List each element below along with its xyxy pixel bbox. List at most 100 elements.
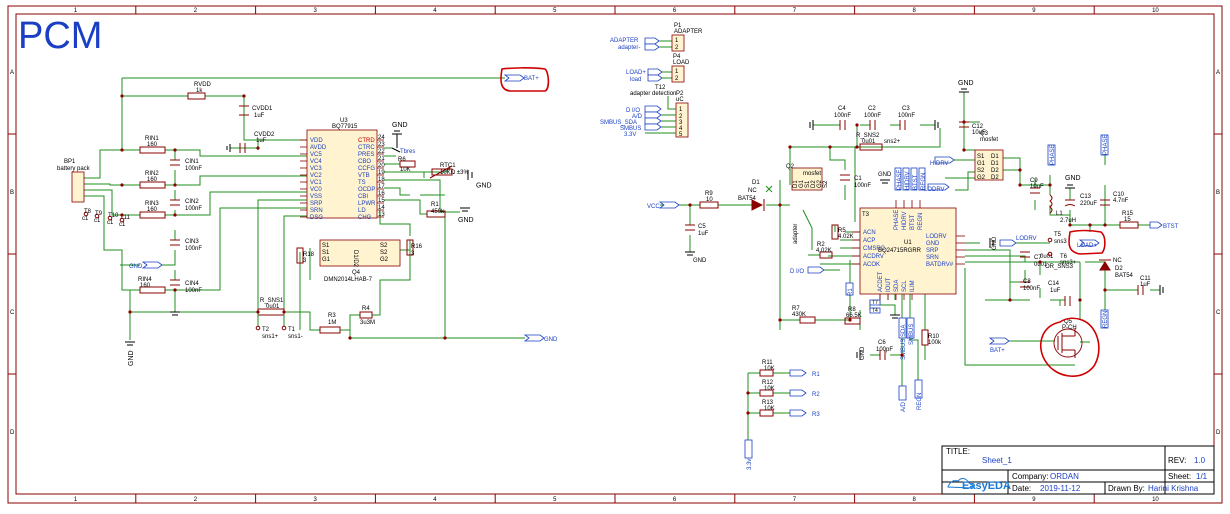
frame-col-label: 9 [1032, 497, 1036, 503]
u1-pin-label: REGN [918, 213, 924, 230]
gnd-symbol-bottom-u1 [890, 314, 900, 319]
svg-text:REGN: REGN [1103, 311, 1109, 328]
svg-text:adapter detection: adapter detection [630, 91, 676, 97]
u3-pin-label: CCFG [358, 166, 375, 172]
ad-port-bottom: A/D [898, 385, 907, 412]
svg-text:BAT54: BAT54 [738, 196, 757, 202]
svg-text:c1: c1 [82, 216, 89, 222]
u3-pin-number: 15 [378, 198, 385, 204]
c3-capacitor: C3 100nF [898, 106, 939, 130]
p2-uc-connector: T12 adapter detection P2 uC 1 2 3 4 5 D … [600, 85, 689, 138]
svg-text:sns3: sns3 [1054, 239, 1067, 245]
u1-pin-label: SCL [902, 280, 908, 292]
svg-text:C11: C11 [1140, 276, 1151, 282]
c14-capacitor: C14 1uF [1048, 281, 1071, 306]
svg-text:LODRV: LODRV [1016, 236, 1037, 242]
frame-col-label: 3 [314, 497, 318, 503]
svg-text:160: 160 [147, 177, 158, 183]
svg-text:NC: NC [748, 188, 757, 194]
svg-text:T7: T7 [872, 300, 878, 306]
frame-col-label: 6 [673, 8, 677, 14]
frame-row-label: A [10, 70, 14, 76]
svg-text:R6: R6 [398, 157, 406, 163]
u3-pin-number: 14 [378, 205, 385, 211]
svg-text:LOAD: LOAD [673, 60, 690, 66]
phase-port-vertical: PHASE [1047, 144, 1056, 166]
svg-text:10KΩ ±3%: 10KΩ ±3% [440, 170, 469, 176]
cin1-capacitor: CIN1 100nF [170, 159, 202, 172]
svg-text:BQ24715RGRR: BQ24715RGRR [878, 248, 922, 254]
svg-text:10uF: 10uF [1030, 184, 1044, 190]
u3-pin-number: 16 [378, 191, 385, 197]
frame-col-label: 1 [74, 497, 78, 503]
svg-text:160: 160 [147, 207, 158, 213]
svg-text:RIN2: RIN2 [145, 171, 159, 177]
svg-text:66.5K: 66.5K [846, 313, 862, 319]
dio-port: D I/O [790, 266, 825, 275]
u1-pin-label: ACDET [878, 271, 884, 292]
u1-pin-label: ACN [863, 230, 876, 236]
svg-text:R8: R8 [848, 307, 856, 313]
u3-pin-label: DSG [310, 215, 323, 221]
u3-pin-label: VC3 [310, 166, 322, 172]
svg-text:P1: P1 [674, 23, 682, 29]
frame-col-label: 5 [553, 8, 557, 14]
frame-row-label: B [10, 190, 14, 196]
svg-text:2: 2 [679, 114, 683, 120]
svg-text:3.3V: 3.3V [624, 132, 636, 138]
u1-pin-label: BATDRV# [926, 262, 954, 268]
frame-col-label: 4 [433, 497, 437, 503]
svg-text:HIDRV: HIDRV [930, 161, 949, 167]
svg-text:S1: S1 [322, 250, 330, 256]
svg-text:OR_SNS3: OR_SNS3 [1045, 264, 1074, 270]
svg-text:c1: c1 [94, 218, 101, 224]
svg-text:C9: C9 [1030, 178, 1038, 184]
u1-pin-label: SRN [926, 255, 939, 261]
u3-pin-number: 24 [378, 135, 385, 141]
junctions-right [688, 120, 1107, 415]
frame-col-label: 5 [553, 497, 557, 503]
svg-text:1uF: 1uF [1140, 282, 1151, 288]
svg-text:SMBUS SDA: SMBUS SDA [901, 325, 907, 360]
svg-text:Tbres: Tbres [400, 149, 415, 155]
svg-text:C13: C13 [1080, 194, 1092, 200]
gnd-port-bottom: GND [523, 334, 558, 343]
u3-pin-number: 17 [378, 184, 385, 190]
svg-text:100k: 100k [928, 340, 942, 346]
svg-text:G1: G1 [799, 179, 805, 188]
svg-text:sns1-: sns1- [288, 334, 303, 340]
r11-resistor: R11 10K [759, 360, 775, 377]
svg-text:R_SNS1: R_SNS1 [260, 298, 284, 304]
svg-text:mosfet: mosfet [980, 137, 998, 143]
svg-text:R3: R3 [328, 313, 336, 319]
svg-text:R15: R15 [1122, 211, 1134, 217]
q5-pch-mosfet: Q5 P-CH [1039, 317, 1100, 377]
svg-text:sns3+: sns3+ [1060, 260, 1077, 266]
svg-text:D1/D2: D1/D2 [352, 250, 358, 268]
svg-text:sns2+: sns2+ [884, 139, 901, 145]
svg-text:TITLE:: TITLE: [946, 447, 970, 456]
svg-text:A/D: A/D [632, 114, 643, 120]
svg-text:10uF: 10uF [972, 130, 986, 136]
svg-text:160: 160 [147, 142, 158, 148]
svg-text:Q3: Q3 [980, 131, 989, 137]
svg-text:GND: GND [392, 122, 408, 129]
r16-resistor: R16 3 [406, 239, 423, 257]
svg-text:4.7nF: 4.7nF [1113, 198, 1129, 204]
rin1-resistor: RIN1 160 [139, 136, 166, 154]
rin3-resistor: RIN3 160 [139, 201, 166, 219]
svg-text:1/1: 1/1 [1196, 472, 1208, 481]
svg-text:C10: C10 [1113, 192, 1125, 198]
u3-pin-label: CBO [358, 159, 371, 165]
svg-text:VCC: VCC [647, 204, 660, 210]
svg-text:RIN1: RIN1 [145, 136, 159, 142]
svg-text:160: 160 [140, 283, 151, 289]
svg-text:C3: C3 [902, 106, 910, 112]
u3-pin-label: CBI [358, 194, 368, 200]
lodrv-port-top: LODRV [924, 183, 950, 193]
c13-capacitor: C13 220uF [1064, 194, 1097, 207]
page-title: PCM [18, 15, 102, 57]
u3-pin-label: SRP [310, 201, 322, 207]
svg-text:G1: G1 [977, 161, 986, 167]
